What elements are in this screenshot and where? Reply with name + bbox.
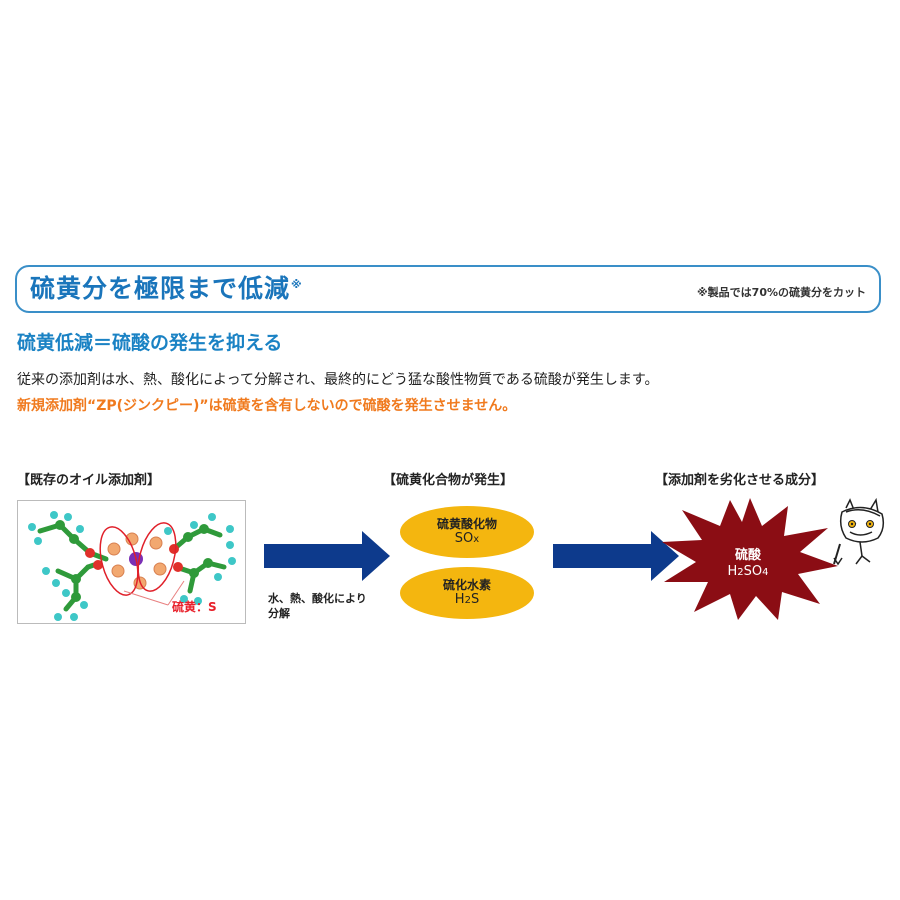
sulfur-compound-label: 【硫黄化合物が発生】 [383,473,514,488]
explosion-burst-icon [662,498,838,620]
molecule-model-icon [28,511,236,621]
title-footnote: ※製品では70%の硫黄分をカット [696,286,866,299]
compound-name: 硫化水素 [442,578,491,592]
process-label: 水、熱、酸化により 分解 [268,592,367,620]
title-box [15,265,881,313]
compound-formula: H2S [454,592,480,607]
right-arrow-icon [553,531,679,581]
hydrogen-sulfide-bubble: 硫化水素 H2S [400,567,534,619]
compound-name: 硫黄酸化物 [436,517,497,531]
right-arrow-icon [264,531,390,581]
result-name: 硫酸 [734,548,761,563]
compound-formula: SOx [454,531,480,546]
page-title: 硫黄分を極限まで低減※ [30,274,303,303]
sulfur-label: 硫黄：S [172,600,217,614]
description-text: 従来の添加剤は水、熱、酸化によって分解され、最終的にどう猛な酸性物質である硫酸が… [17,372,659,388]
existing-additive-label: 【既存のオイル添加剤】 [17,473,161,488]
devil-character-icon [833,498,885,566]
deteriorating-component-label: 【添加剤を劣化させる成分】 [655,473,825,488]
sulfur-oxide-bubble: 硫黄酸化物 SOx [400,506,534,558]
highlight-text: 新規添加剤“ZP(ジンクピー)”は硫黄を含有しないので硫酸を発生させません。 [17,398,517,414]
result-formula: H2SO4 [727,564,769,579]
subheading: 硫黄低減＝硫酸の発生を抑える [17,332,283,354]
sulfuric-acid-label: 硫酸 H2SO4 [683,548,813,581]
